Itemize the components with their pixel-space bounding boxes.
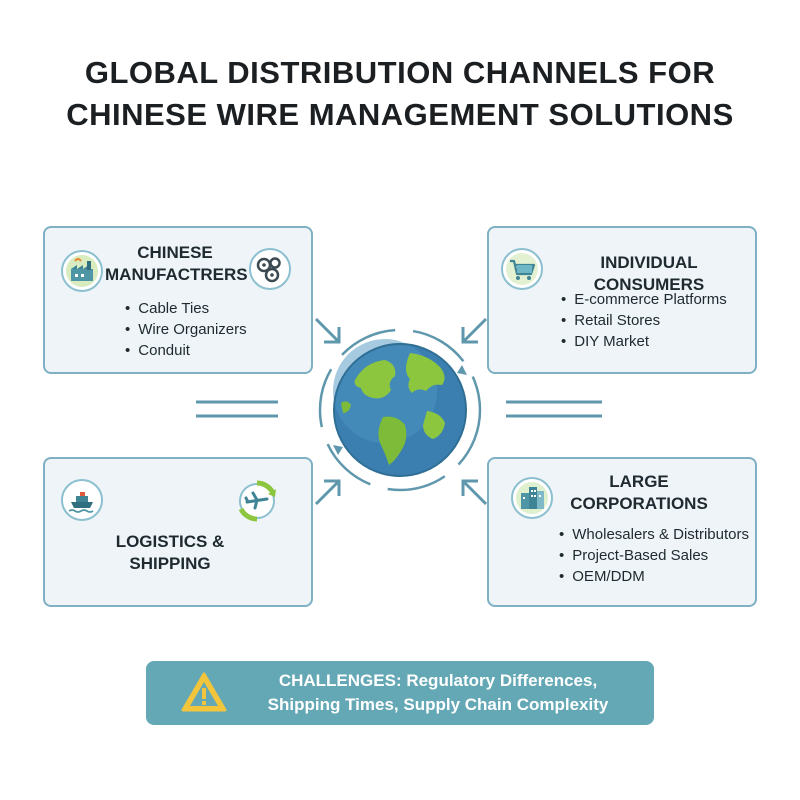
list-item: Conduit: [125, 340, 247, 361]
list-item: DIY Market: [561, 331, 727, 352]
manufacturers-card: CHINESE MANUFACTRERS Cable Ties Wire Org…: [43, 226, 313, 374]
list-item: Wire Organizers: [125, 319, 246, 340]
list-item: Wholesalers & Distributors: [559, 524, 749, 545]
corporations-heading-line-1: LARGE: [609, 472, 669, 491]
logistics-card: LOGISTICS & SHIPPING: [43, 457, 313, 607]
globe-icon: [315, 325, 485, 495]
office-building-icon: [511, 477, 553, 519]
diagram-title: GLOBAL DISTRIBUTION CHANNELS FOR CHINESE…: [0, 52, 800, 136]
warning-icon: [181, 672, 227, 712]
challenges-banner: CHALLENGES: Regulatory Differences, Ship…: [146, 661, 654, 725]
logistics-heading-line-2: SHIPPING: [129, 554, 211, 573]
manufacturers-heading-line-2: MANUFACTRERS: [105, 265, 248, 284]
left-double-connector: [196, 400, 278, 418]
ship-icon: [61, 479, 103, 521]
list-item: OEM/DDM: [559, 566, 749, 587]
logistics-heading-line-1: LOGISTICS &: [115, 532, 225, 551]
title-line-2: CHINESE WIRE MANAGEMENT SOLUTIONS: [66, 97, 734, 132]
list-item: Project-Based Sales: [559, 545, 749, 566]
consumers-card: INDIVIDUAL CONSUMERS E-commerce Platform…: [487, 226, 757, 374]
logistics-heading: LOGISTICS & SHIPPING: [85, 531, 255, 575]
corporations-sales-list: Wholesalers & Distributors Project-Based…: [559, 524, 749, 587]
arrow-from-logistics-icon: [314, 479, 341, 506]
arrow-from-corporations-icon: [461, 479, 488, 506]
factory-icon: [61, 250, 103, 292]
consumers-channel-list: E-commerce Platforms Retail Stores DIY M…: [561, 289, 727, 352]
corporations-heading: LARGE CORPORATIONS: [559, 471, 719, 515]
corporations-heading-line-2: CORPORATIONS: [570, 494, 708, 513]
challenges-text: CHALLENGES: Regulatory Differences, Ship…: [240, 669, 636, 717]
list-item: Cable Ties: [125, 298, 247, 319]
manufacturers-product-list: Cable Ties Wire Organizers Conduit: [125, 298, 247, 361]
challenges-line-1: CHALLENGES: Regulatory Differences,: [278, 671, 598, 690]
list-item: Retail Stores: [561, 310, 727, 331]
manufacturers-heading-line-1: CHINESE: [137, 243, 213, 262]
shopping-cart-icon: [501, 248, 543, 290]
manufacturers-heading: CHINESE MANUFACTRERS: [105, 242, 248, 286]
gears-icon: [249, 248, 291, 290]
arrow-from-manufacturers-icon: [314, 317, 341, 344]
corporations-card: LARGE CORPORATIONS Wholesalers & Distrib…: [487, 457, 757, 607]
right-double-connector: [506, 400, 602, 418]
arrow-from-consumers-icon: [461, 317, 488, 344]
challenges-line-2: Shipping Times, Supply Chain Complexity: [267, 695, 609, 714]
airplane-icon: [237, 480, 279, 523]
list-item: E-commerce Platforms: [561, 289, 727, 310]
title-line-1: GLOBAL DISTRIBUTION CHANNELS FOR: [84, 55, 716, 90]
